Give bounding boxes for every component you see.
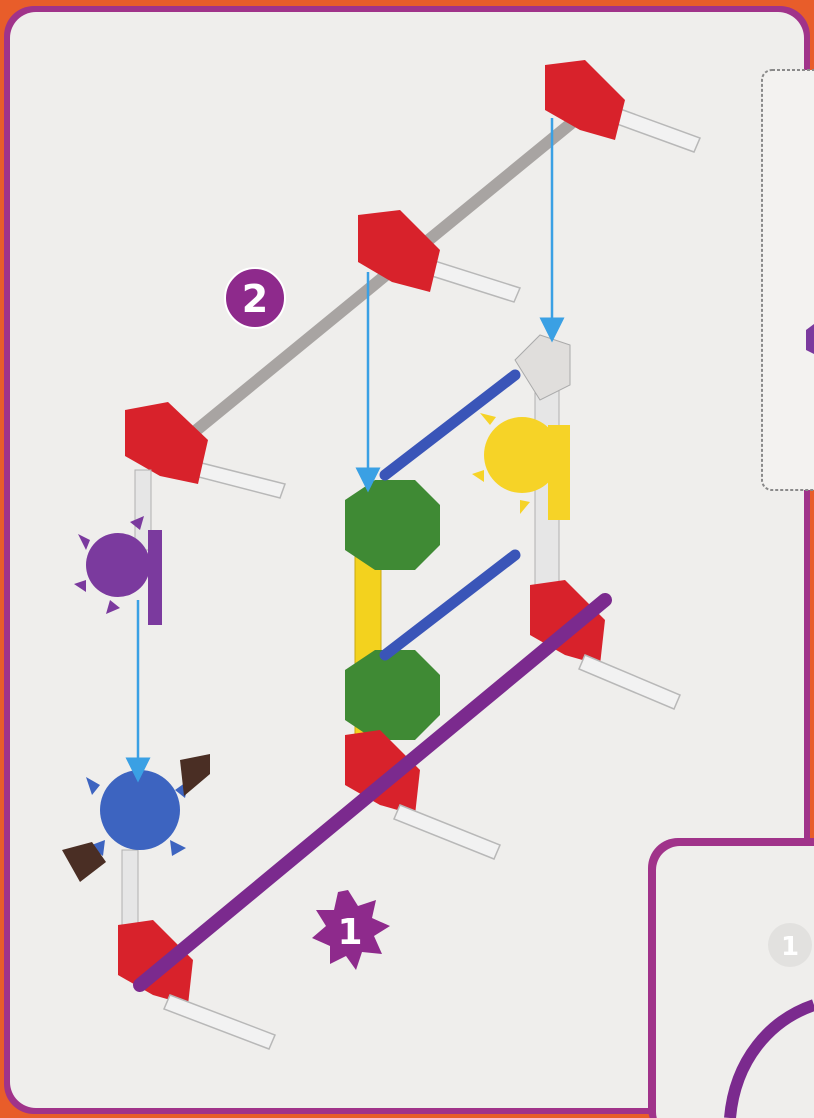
inset-panel-bottom: 1 [648, 838, 814, 1118]
step-1-number: 1 [337, 912, 362, 953]
step-2-number: 2 [242, 277, 268, 321]
inset-badge-number: 1 [781, 932, 799, 962]
inset-panel-top [762, 70, 814, 490]
step-2-badge: 2 [225, 268, 285, 328]
gear-green-upper [345, 480, 440, 570]
gear-green-lower [345, 650, 440, 740]
